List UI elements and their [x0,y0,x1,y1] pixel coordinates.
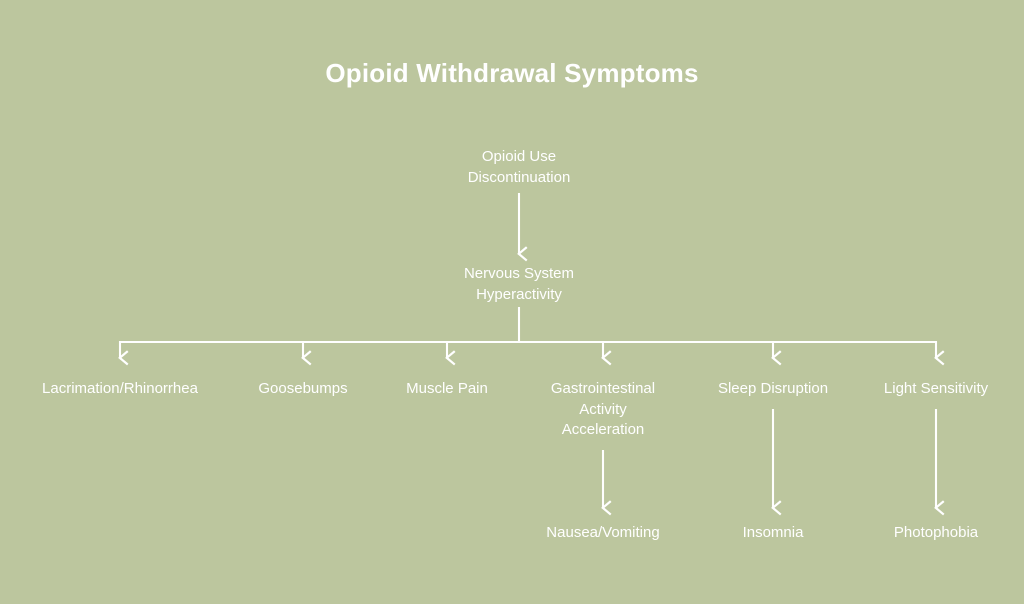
diagram-title: Opioid Withdrawal Symptoms [325,58,699,88]
node-nausea-vomiting: Nausea/Vomiting [546,524,660,541]
node-gastrointestinal-activity-acceleration: Gastrointestinal Activity Acceleration [550,380,656,438]
node-photophobia: Photophobia [893,524,979,541]
node-goosebumps: Goosebumps [258,380,348,397]
node-muscle-pain: Muscle Pain [406,380,488,397]
node-sleep-disruption: Sleep Disruption [717,380,829,397]
node-lacrimation-rhinorrhea: Lacrimation/Rhinorrhea [42,380,198,397]
node-nervous-system-hyperactivity: Nervous System Hyperactivity [463,265,575,303]
node-light-sensitivity: Light Sensitivity [883,380,989,397]
node-opioid-use-discontinuation: Opioid Use Discontinuation [467,148,571,186]
node-insomnia: Insomnia [742,524,804,541]
